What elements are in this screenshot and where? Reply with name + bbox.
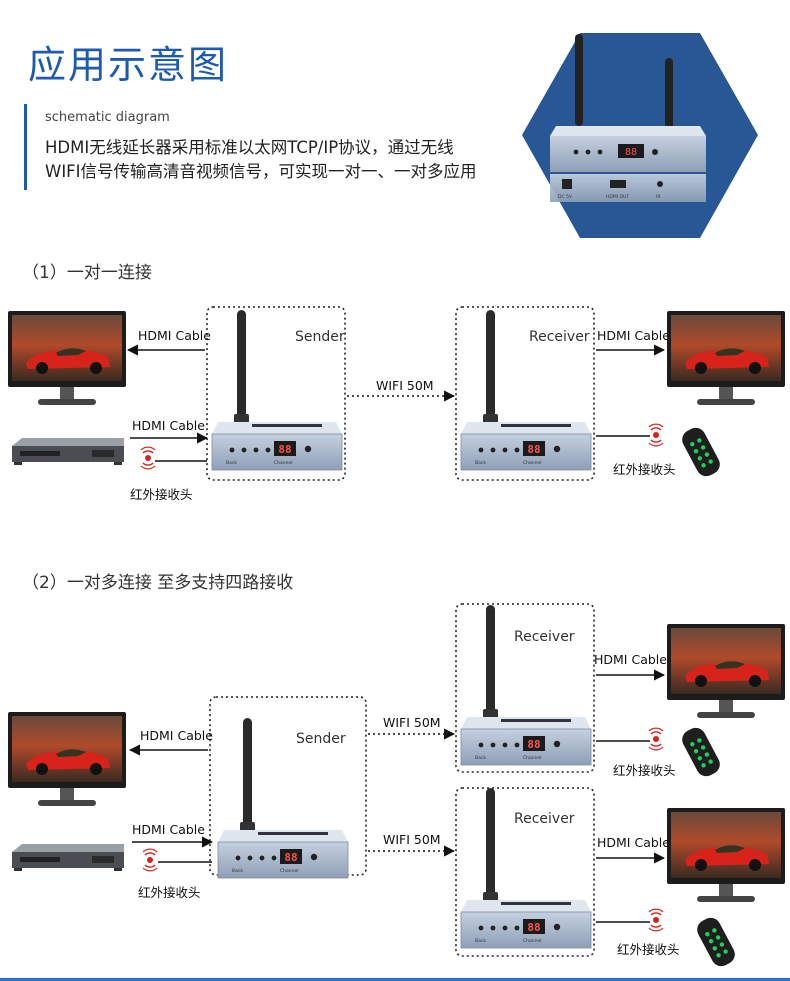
section-1-heading: （1）一对一连接	[22, 263, 152, 283]
sender-box	[206, 306, 346, 481]
hdmi-cable-label: HDMI Cable	[138, 328, 211, 343]
hdmi-cable-label: HDMI Cable	[140, 728, 213, 743]
port-label-dc: DC 5V	[558, 194, 573, 200]
sender-label: Sender	[295, 329, 345, 345]
page-description: HDMI无线延长器采用标准以太网TCP/IP协议，通过无线 WIFI信号传输高清…	[45, 136, 477, 184]
hdmi-cable-label: HDMI Cable	[594, 652, 667, 667]
hdmi-cable-label: HDMI Cable	[132, 418, 205, 433]
wifi-label: WIFI 50M	[376, 378, 434, 393]
section-2-heading: （2）一对多连接 至多支持四路接收	[22, 573, 294, 593]
ir-receiver-label: 红外接收头	[130, 487, 193, 502]
wifi-label: WIFI 50M	[383, 715, 441, 730]
hdmi-cable-label: HDMI Cable	[597, 328, 670, 343]
port-label-hdmi: HDMI OUT	[606, 194, 629, 200]
ir-receiver-label: 红外接收头	[138, 885, 201, 900]
receiver-box	[455, 306, 595, 481]
monitor-icon	[667, 311, 785, 405]
remote-control-icon	[678, 724, 724, 780]
page-subtitle: schematic diagram	[45, 110, 170, 125]
bottom-border	[0, 978, 790, 981]
monitor-icon	[667, 808, 785, 902]
monitor-icon	[667, 624, 785, 718]
port-label-ir: IR	[656, 194, 660, 200]
sender-label: Sender	[296, 731, 346, 747]
svg-text:88: 88	[625, 147, 637, 158]
ir-sensor-icon	[140, 446, 156, 470]
ir-sensor-icon	[648, 423, 664, 447]
dvd-player-icon	[12, 844, 124, 871]
hdmi-cable-label: HDMI Cable	[597, 835, 670, 850]
receiver-label: Receiver	[514, 811, 575, 827]
ir-receiver-label: 红外接收头	[613, 763, 676, 778]
ir-sensor-icon	[648, 908, 664, 932]
receiver-label: Receiver	[529, 329, 590, 345]
description-line-1: HDMI无线延长器采用标准以太网TCP/IP协议，通过无线	[45, 138, 454, 157]
description-line-2: WIFI信号传输高清音视频信号，可实现一对一、一对多应用	[45, 162, 477, 181]
ir-receiver-label: 红外接收头	[617, 942, 680, 957]
remote-control-icon	[693, 914, 739, 970]
remote-control-icon	[678, 424, 724, 480]
page-title: 应用示意图	[28, 43, 229, 87]
diagram-one-to-many	[8, 603, 785, 970]
monitor-icon	[8, 712, 126, 806]
ir-sensor-icon	[142, 848, 158, 872]
ir-receiver-label: 红外接收头	[613, 462, 676, 477]
product-hexagon-image: 88 DC 5V HDMI OUT IR	[522, 33, 758, 238]
receiver-label: Receiver	[514, 629, 575, 645]
wifi-label: WIFI 50M	[383, 832, 441, 847]
monitor-icon	[8, 311, 126, 405]
diagram-one-to-one	[8, 306, 785, 481]
hdmi-cable-label: HDMI Cable	[132, 822, 205, 837]
dvd-player-icon	[12, 438, 124, 465]
accent-bar	[24, 104, 27, 190]
ir-sensor-icon	[648, 727, 664, 751]
